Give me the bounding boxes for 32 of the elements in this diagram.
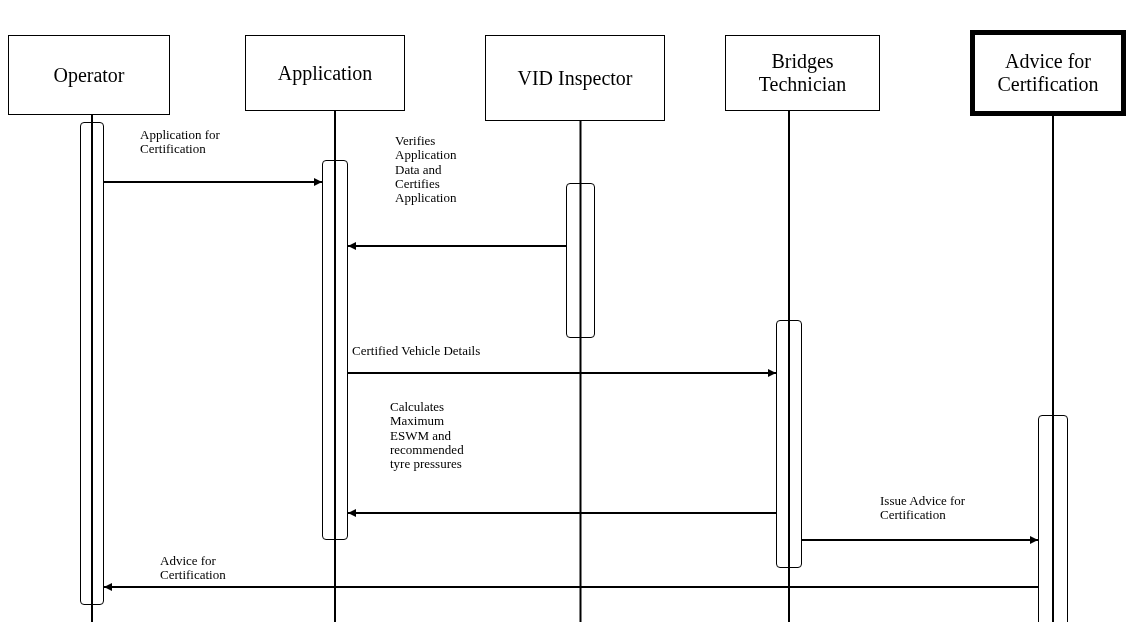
edge-label: Application for Certification — [140, 128, 221, 157]
message-arrow — [347, 369, 777, 377]
activation-bar — [80, 122, 104, 605]
edge-label: Calculates Maximum ESWM and recommended tyre pressures — [390, 400, 465, 472]
participant-name: Bridges Technician — [757, 50, 848, 96]
message-arrow — [103, 583, 1039, 591]
participant-box — [8, 35, 170, 115]
participant-box — [485, 35, 665, 121]
participant-name: VID Inspector — [517, 66, 633, 90]
activation-bar — [322, 160, 348, 540]
edge-label: Advice for Certification — [160, 554, 227, 583]
message-arrow — [347, 509, 777, 517]
lifeline — [1052, 115, 1054, 416]
participant-name: Advice for Certification — [996, 50, 1100, 96]
participant-box — [970, 30, 1126, 116]
participant-name: Operator — [53, 63, 125, 87]
participant-box — [725, 35, 880, 111]
edge-label: Issue Advice for Certification — [880, 494, 967, 523]
edge-label: Certified Vehicle Details — [352, 344, 482, 359]
lifeline — [788, 110, 790, 321]
lifeline — [579, 120, 582, 184]
message-arrow — [801, 536, 1039, 544]
activation-bar — [566, 183, 595, 338]
activation-bar — [776, 320, 802, 568]
lifeline — [334, 110, 336, 161]
edge-label: Verifies Application Data and Certifies Application — [395, 134, 458, 206]
activation-bar — [1038, 415, 1068, 622]
participant-name: Application — [277, 61, 373, 85]
participant-box — [245, 35, 405, 111]
message-arrow — [347, 242, 567, 250]
message-arrow — [103, 178, 323, 186]
lifeline — [91, 114, 93, 123]
